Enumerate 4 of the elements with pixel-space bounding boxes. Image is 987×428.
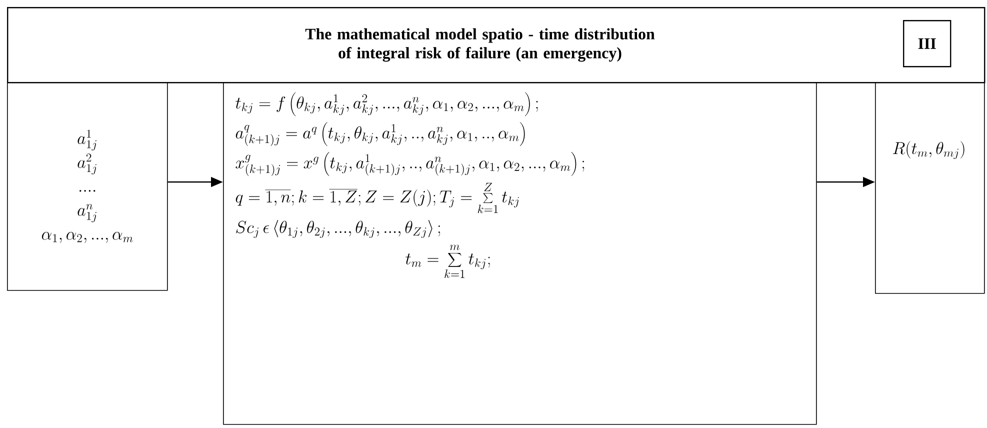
roman-numeral-box: III [903,20,952,68]
input-box: $a_{1j}^{1}$ $a_{1j}^{2}$ $....$ $a_{1j}^{n}$ $\alpha_1,\alpha_2,...,\alpha_m$ [7,82,168,291]
output-box: $R(t_m,\theta_{mj})$ [875,82,985,294]
model-box: $t_{kj}=f\left(\theta_{kj},a_{kj}^{1},a_{kj}^{2},...,a_{kj}^{n},\alpha_1,\alpha_2,...,\alpha_m\right);$ $a_{(k+1)j}^{q}=a^{q}\left(t_{kj},\theta_{kj},a_{kj}^{1},..,a_{kj}^{n},\alpha_1,..,\alpha_m\right)$ $x_{(k+1)j}^{g}=x^{g}\left(t_{kj},a_{(k+1)j}^{1},..,a_{(k+1)j}^{n},\alpha_1,\alpha_2,...,\alpha_m\right);$ $q=\overline{1,n};k=\overline{1,Z};Z=Z(j);T_j=\sum\limits_{k=1}^{Z}t_{kj}$ $Sc_j\,\epsilon\left\langle\theta_{1j},\theta_{2j},...,\theta_{kj},...,\theta_{Zj}\right\rangle;$ $t_m=\sum_{k=1}^{m}t_{kj};$ [223,82,817,425]
